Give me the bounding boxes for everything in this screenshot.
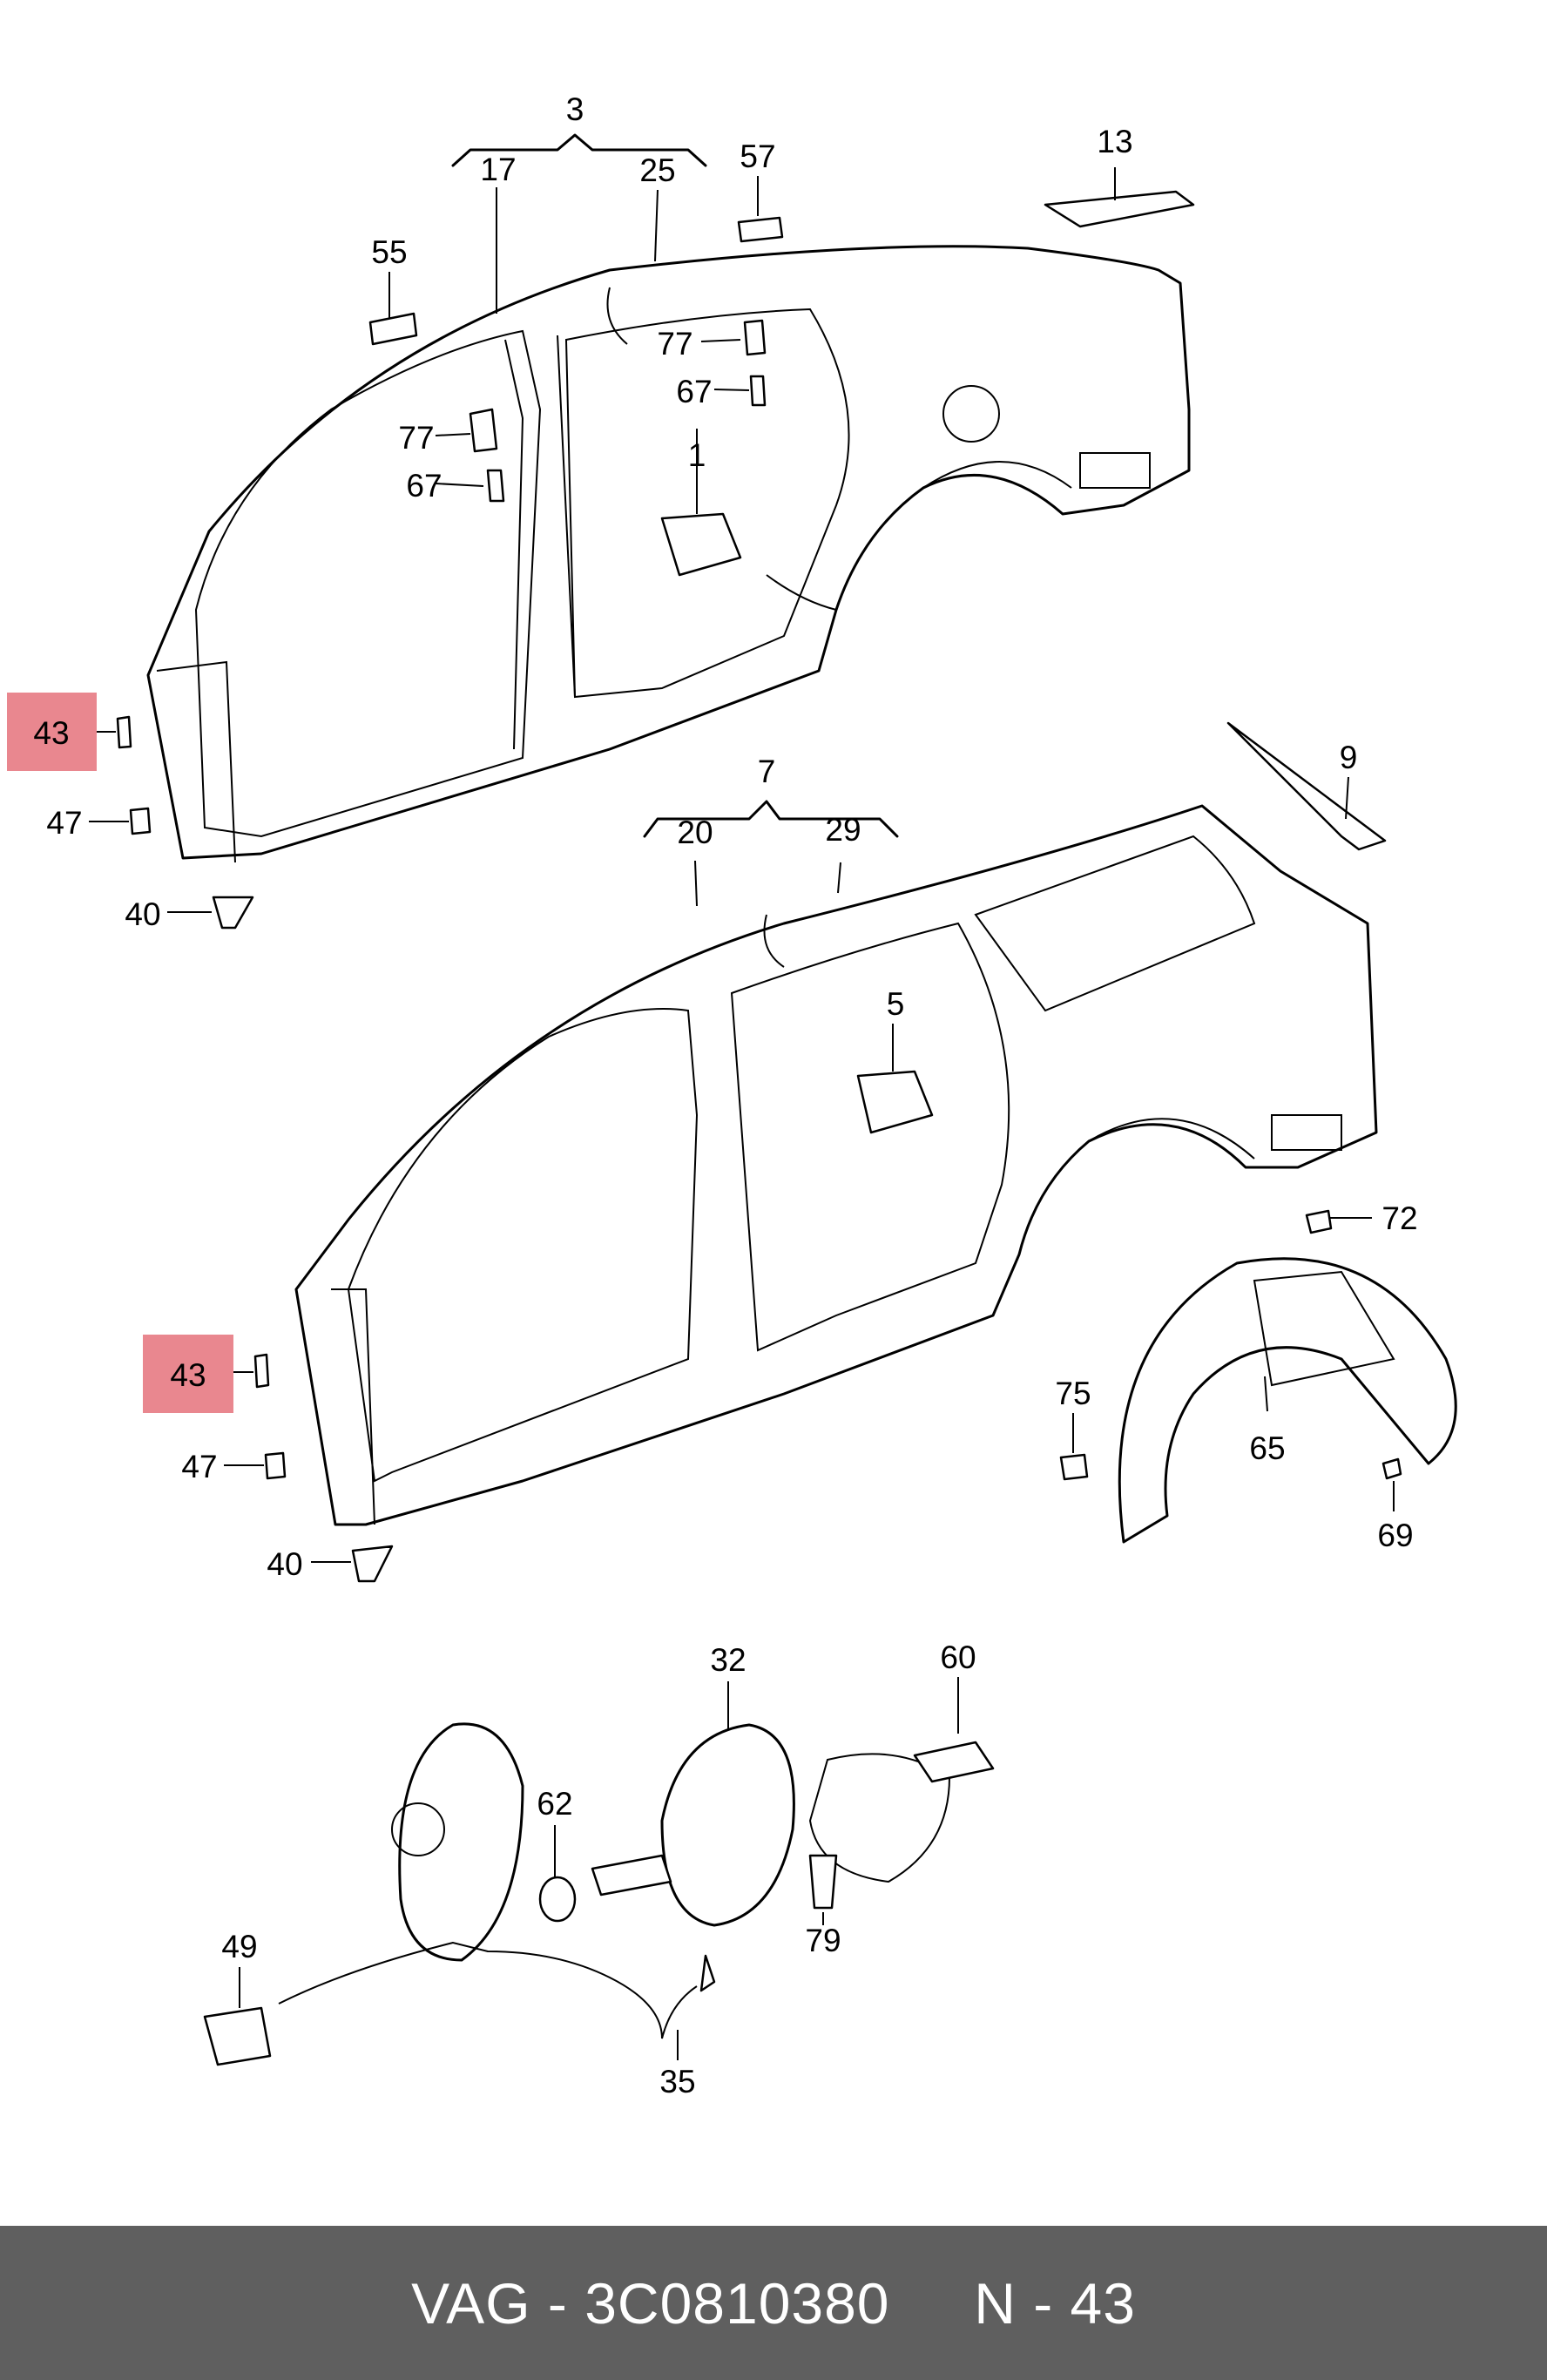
lower-side-panel: [294, 804, 1378, 1526]
label-69: 69: [1377, 1518, 1413, 1553]
label-62: 62: [537, 1786, 572, 1822]
label-40-lower: 40: [267, 1546, 302, 1582]
label-47-lower: 47: [181, 1449, 217, 1484]
label-65: 65: [1249, 1430, 1285, 1466]
highlight-box-43-upper: [7, 693, 97, 771]
footer-brand: VAG: [411, 2270, 531, 2336]
label-13: 13: [1097, 124, 1132, 159]
label-72: 72: [1381, 1200, 1417, 1236]
label-7: 7: [758, 754, 776, 789]
label-67-lower: 67: [676, 374, 712, 409]
label-55: 55: [371, 234, 407, 270]
label-17: 17: [480, 152, 516, 187]
label-35: 35: [659, 2064, 695, 2099]
label-29: 29: [825, 812, 861, 848]
label-67-upper: 67: [406, 468, 442, 504]
label-47-upper: 47: [46, 805, 82, 841]
leader-lines: [89, 133, 1395, 2060]
label-49: 49: [221, 1929, 257, 1964]
label-77-upper: 77: [398, 420, 434, 456]
label-1: 1: [688, 437, 706, 473]
label-43-upper: 43: [33, 715, 69, 751]
label-75: 75: [1055, 1376, 1091, 1411]
label-20: 20: [677, 815, 713, 850]
label-5: 5: [887, 986, 905, 1022]
label-79: 79: [805, 1923, 841, 1958]
label-40-upper: 40: [125, 896, 160, 932]
part-labels: 1 3 5 7 9 13 17 20 25 29 32 35 40 40 43 …: [33, 91, 1417, 2099]
label-77-lower: 77: [657, 326, 692, 362]
label-43-lower: 43: [170, 1357, 206, 1393]
fuel-filler-assembly: [203, 1722, 995, 2066]
label-57: 57: [740, 139, 775, 174]
label-9: 9: [1340, 740, 1358, 775]
footer-gap: [890, 2270, 975, 2336]
label-60: 60: [940, 1640, 976, 1675]
footer-separator: -: [530, 2270, 585, 2336]
wheel-housing-liner: [1118, 1257, 1457, 1544]
label-32: 32: [710, 1642, 746, 1678]
highlight-box-43-lower: [143, 1335, 233, 1413]
label-3: 3: [566, 91, 584, 127]
footer-part-number: 3C0810380: [584, 2270, 890, 2336]
exploded-parts-diagram: 1 3 5 7 9 13 17 20 25 29 32 35 40 40 43 …: [7, 91, 1457, 2099]
footer-bar: VAG - 3C0810380 N - 43: [0, 2226, 1547, 2380]
label-25: 25: [639, 152, 675, 188]
footer-position: N - 43: [974, 2270, 1136, 2336]
upper-side-panel: [146, 245, 1191, 863]
